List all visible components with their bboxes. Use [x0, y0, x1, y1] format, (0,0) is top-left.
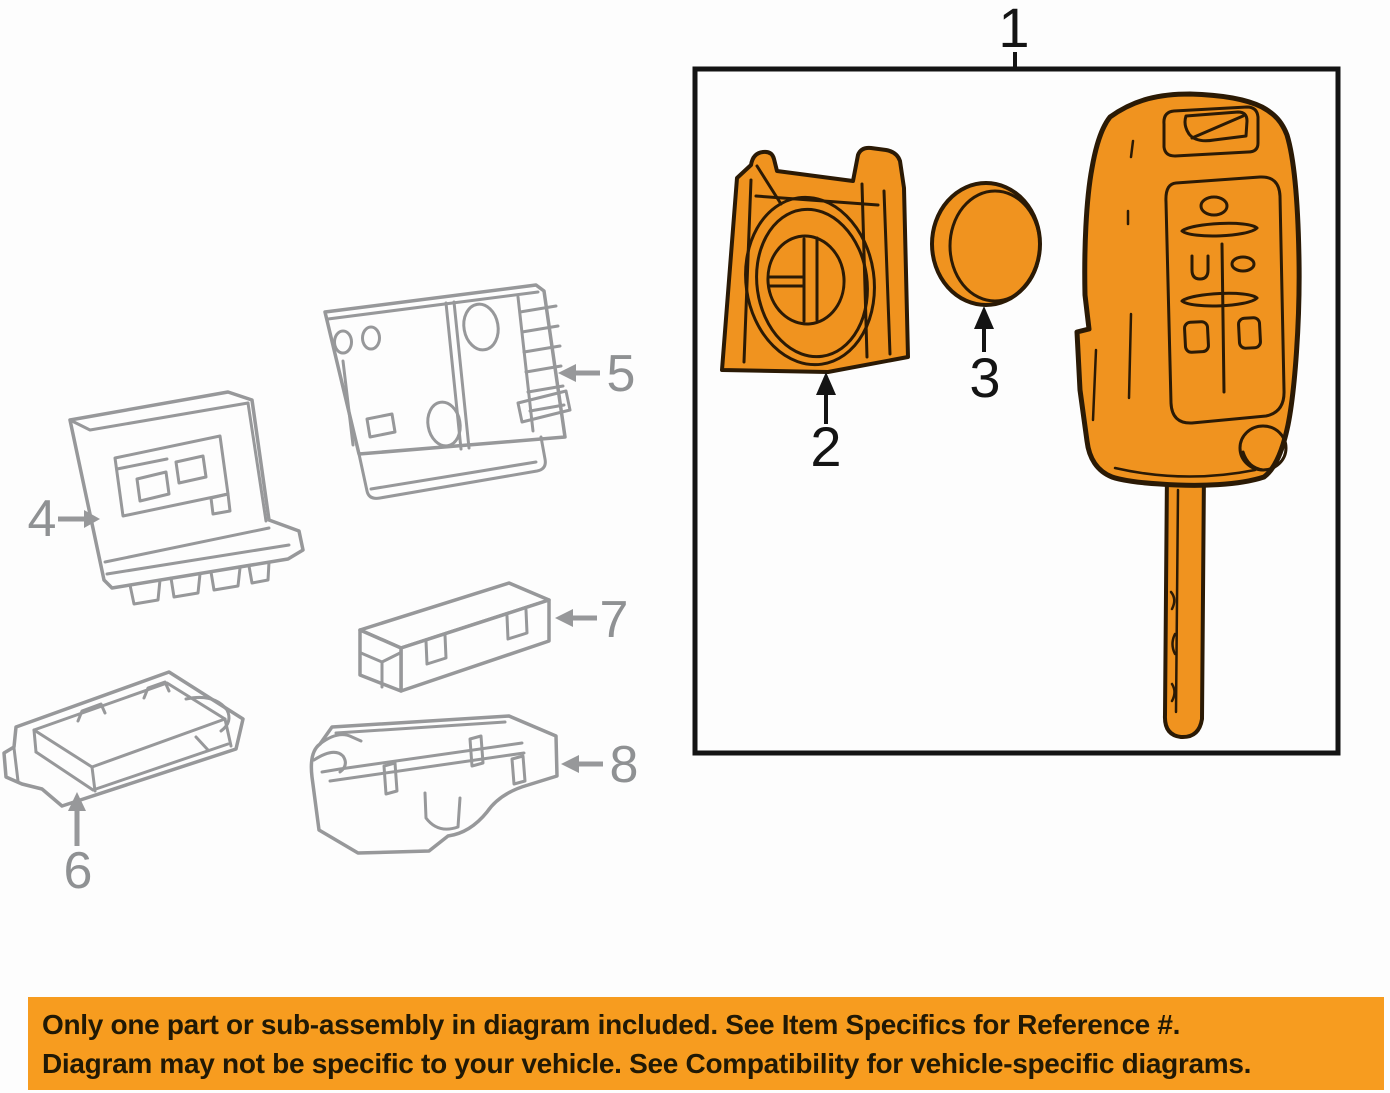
disclaimer-line2: Diagram may not be specific to your vehi…	[42, 1048, 1252, 1079]
part-drawing-receiver-module-5	[323, 283, 572, 500]
callout-7-arrow	[555, 609, 573, 627]
fob-body	[1074, 91, 1302, 488]
callout-4: 4	[28, 490, 100, 548]
svg-text:1: 1	[998, 0, 1029, 59]
callout-2: 2	[810, 372, 842, 478]
part-drawing-bracket-6	[2, 670, 245, 808]
button-panel	[1164, 175, 1286, 425]
callout-4-arrow	[84, 510, 100, 528]
part-drawing-battery-3	[930, 181, 1042, 307]
fob-button	[1230, 255, 1256, 273]
assembly-box-outline	[692, 66, 1341, 756]
callout-6-arrow	[68, 792, 86, 811]
fob-button	[1237, 316, 1262, 350]
disclaimer-banner: Only one part or sub-assembly in diagram…	[28, 997, 1384, 1090]
callout-7: 7	[555, 591, 628, 649]
part-drawing-bracket-8	[309, 714, 559, 855]
connector-pin	[209, 566, 242, 592]
fob-button	[1180, 221, 1259, 238]
part-drawing-key-fob	[1074, 91, 1302, 740]
key-blade	[1162, 468, 1206, 740]
callout-8: 8	[561, 736, 638, 794]
connector-pin	[247, 560, 271, 585]
svg-text:8: 8	[610, 736, 639, 794]
callout-6: 6	[64, 792, 93, 900]
callout-3: 3	[969, 306, 1001, 409]
svg-text:2: 2	[810, 415, 841, 478]
fob-button	[1183, 320, 1210, 354]
part-drawing-lock-cylinder-2	[720, 145, 910, 374]
svg-text:4: 4	[28, 490, 57, 548]
connector-pin	[128, 578, 162, 606]
svg-text:3: 3	[969, 346, 1000, 409]
svg-text:7: 7	[600, 591, 629, 649]
fob-button	[1199, 195, 1229, 217]
callout-8-arrow	[561, 755, 579, 773]
svg-text:5: 5	[607, 345, 636, 403]
connector-pin	[169, 572, 202, 599]
callout-5: 5	[558, 345, 635, 403]
part-drawing-bracket-7	[358, 581, 551, 693]
part-drawing-control-module-4	[68, 390, 305, 606]
disclaimer-line1: Only one part or sub-assembly in diagram…	[42, 1009, 1181, 1040]
callout-1: 1	[998, 0, 1030, 68]
svg-text:6: 6	[64, 842, 93, 900]
callout-2-arrow	[816, 372, 836, 395]
flip-latch-recess	[1162, 105, 1260, 158]
callout-5-arrow	[558, 364, 576, 382]
callout-3-arrow	[974, 306, 994, 329]
fob-button	[1180, 291, 1259, 308]
